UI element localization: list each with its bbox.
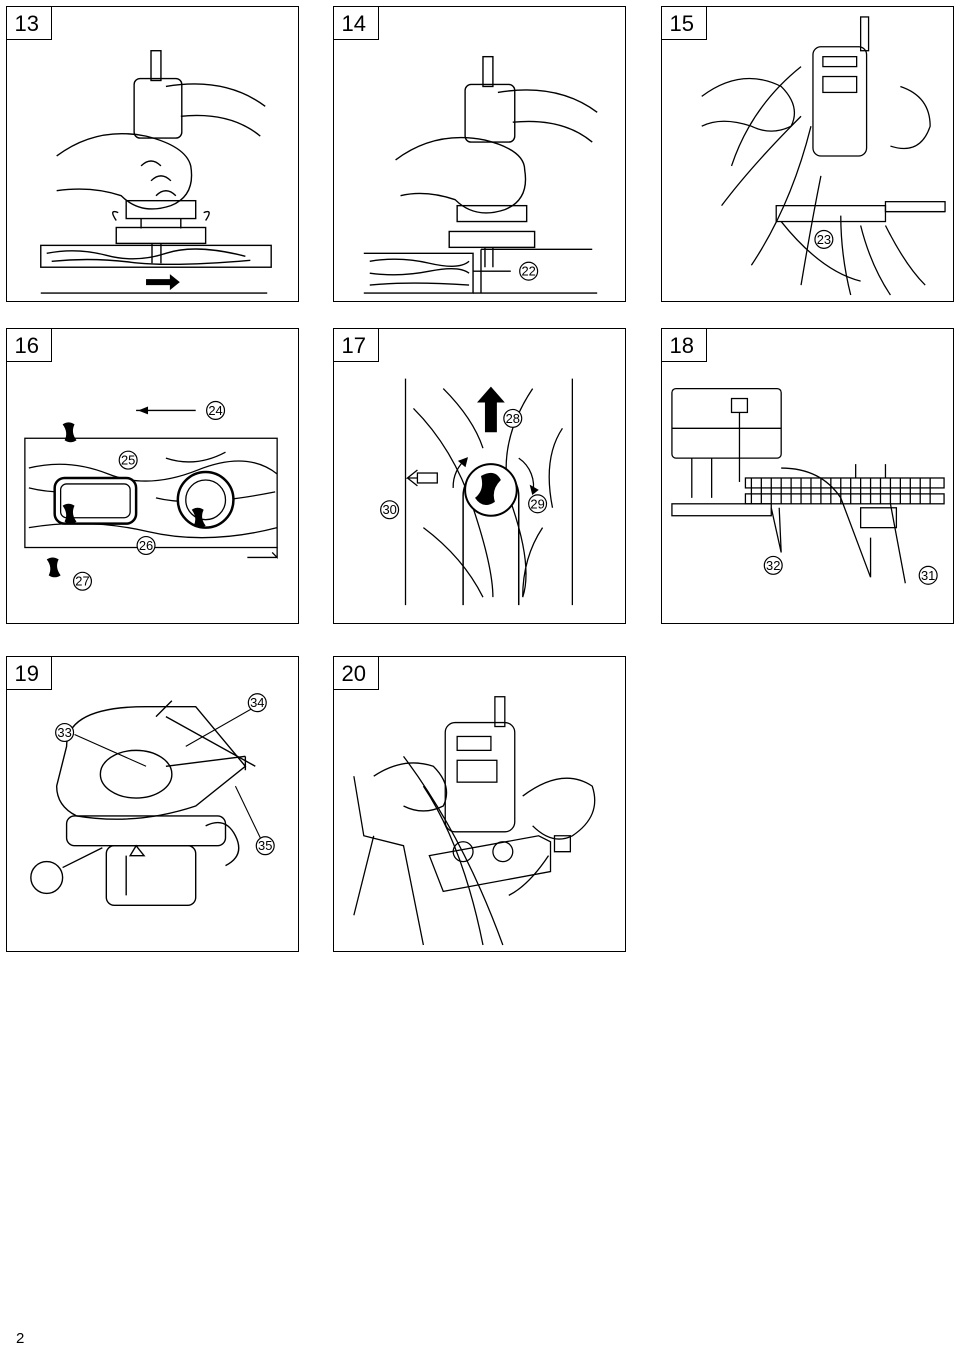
figure-number: 15 xyxy=(660,5,707,40)
svg-text:30: 30 xyxy=(382,502,396,517)
callout-24: 24 xyxy=(206,400,226,420)
callout-30: 30 xyxy=(380,500,400,520)
figure-number: 13 xyxy=(5,5,52,40)
svg-text:25: 25 xyxy=(121,453,135,468)
figure-number: 14 xyxy=(332,5,379,40)
figure-number: 17 xyxy=(332,327,379,362)
svg-text:23: 23 xyxy=(817,232,831,247)
callout-29: 29 xyxy=(528,494,548,514)
guide-bar-adjustment-illustration: 32 31 xyxy=(671,387,945,585)
figure-18-panel: 18 32 31 xyxy=(660,327,954,624)
callout-35: 35 xyxy=(255,836,275,856)
router-template-use-illustration xyxy=(353,696,596,946)
figure-number: 19 xyxy=(5,655,52,690)
svg-text:31: 31 xyxy=(921,568,935,583)
callout-27: 27 xyxy=(72,571,93,591)
feed-direction-diagram: 28 29 30 xyxy=(380,378,574,606)
router-trimming-illustration xyxy=(40,50,272,294)
page-number: 2 xyxy=(16,1330,25,1347)
svg-text:26: 26 xyxy=(139,538,153,553)
callout-25: 25 xyxy=(118,450,138,470)
figure-15-panel: 15 23 xyxy=(660,5,954,302)
svg-text:22: 22 xyxy=(521,264,535,279)
figure-16-panel: 16 24 25 26 xyxy=(5,327,299,624)
base-template-guide-illustration: 33 34 35 xyxy=(30,693,275,906)
figure-number: 18 xyxy=(660,327,707,362)
figure-number: 20 xyxy=(332,655,379,690)
callout-22: 22 xyxy=(519,261,539,281)
callout-32: 32 xyxy=(763,555,783,575)
callout-26: 26 xyxy=(136,535,156,556)
figure-20-panel: 20 xyxy=(332,655,626,952)
router-edge-depth-illustration: 22 xyxy=(363,55,598,294)
figure-14-panel: 14 22 xyxy=(332,5,626,302)
svg-text:29: 29 xyxy=(530,496,544,511)
figure-17-panel: 17 28 29 30 xyxy=(332,327,626,624)
callout-31: 31 xyxy=(918,565,938,585)
svg-text:33: 33 xyxy=(57,725,71,740)
callout-34: 34 xyxy=(247,693,267,713)
router-guide-illustration: 23 xyxy=(701,16,946,296)
cutting-direction-diagram: 24 25 26 27 xyxy=(24,400,278,591)
callout-23: 23 xyxy=(814,229,834,249)
svg-text:27: 27 xyxy=(75,574,89,589)
callout-28: 28 xyxy=(503,408,523,428)
svg-text:35: 35 xyxy=(258,838,272,853)
callout-33: 33 xyxy=(55,722,75,743)
svg-text:28: 28 xyxy=(506,411,520,426)
figure-19-panel: 19 33 34 35 xyxy=(5,655,299,952)
svg-text:32: 32 xyxy=(766,558,780,573)
figure-number: 16 xyxy=(5,327,52,362)
svg-text:24: 24 xyxy=(208,403,222,418)
svg-text:34: 34 xyxy=(250,695,264,710)
figure-13-panel: 13 xyxy=(5,5,299,302)
